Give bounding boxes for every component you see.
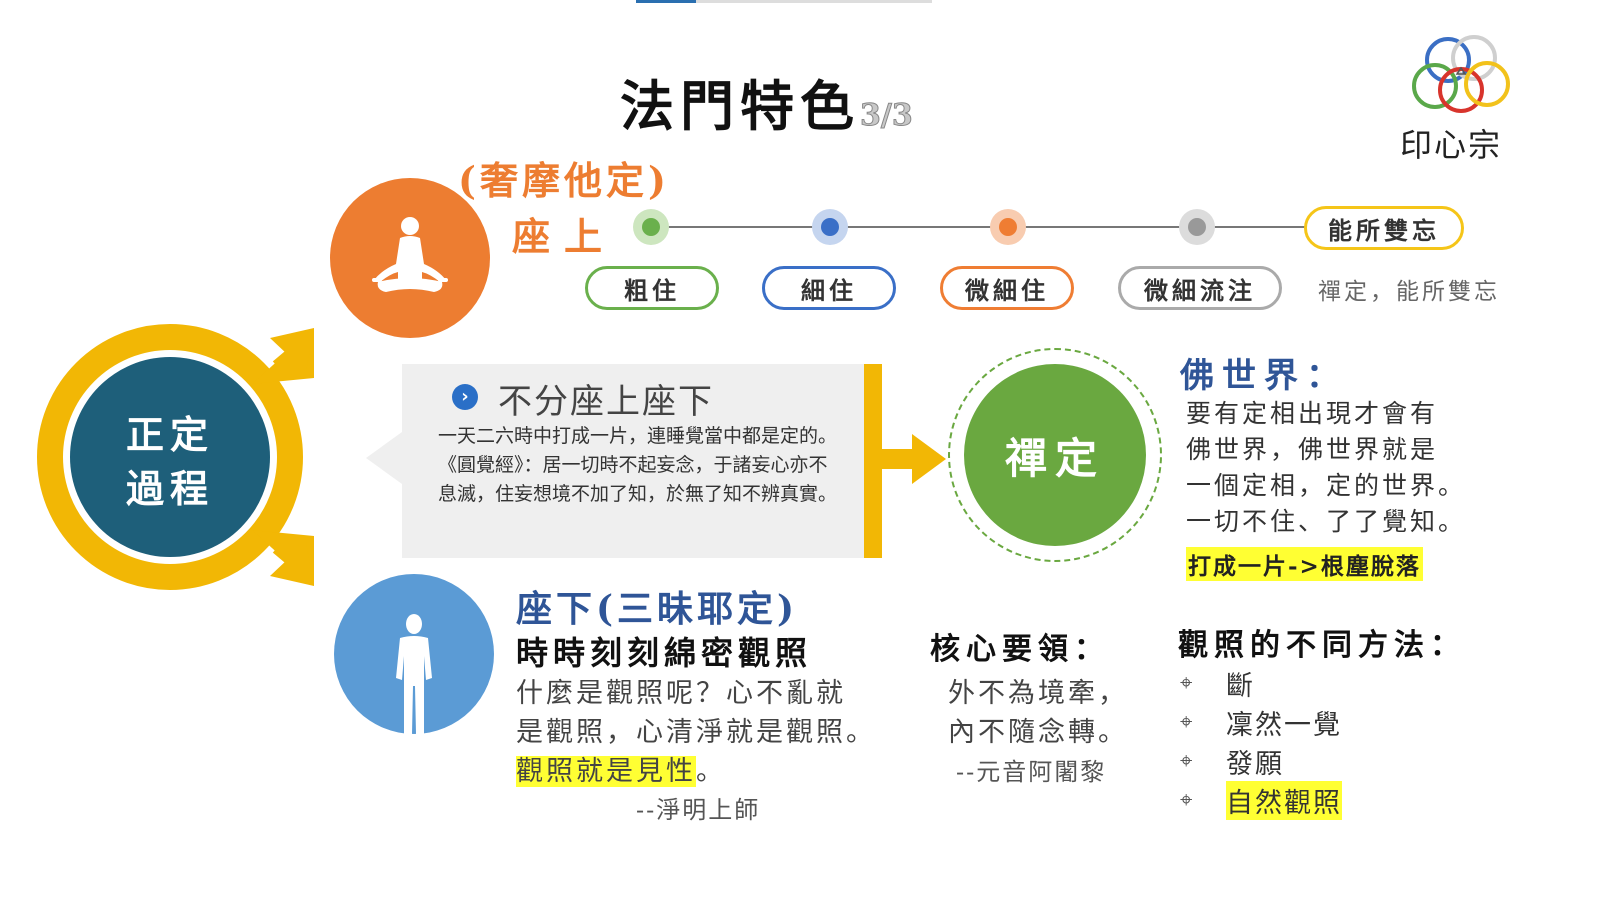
methods-heading: 觀照的不同方法： bbox=[1178, 628, 1466, 663]
methods-list: ⌖斷 ⌖凜然一覺 ⌖發願 ⌖自然觀照 bbox=[1180, 664, 1342, 820]
timeline-dot-2 bbox=[812, 209, 848, 245]
stage-pill-3: 微細住 bbox=[940, 266, 1074, 310]
buddha-world-heading: 佛世界： bbox=[1180, 356, 1348, 396]
page-title: 法門特色3/3 bbox=[620, 62, 913, 141]
meditation-circle bbox=[330, 178, 490, 338]
buddha-world-line: 要有定相出現才會有 bbox=[1186, 399, 1439, 428]
callout-pointer bbox=[366, 432, 402, 484]
callout-body: 一天二六時中打成一片，連睡覺當中都是定的。《圓覺經》：居一切時不起妄念，于諸妄心… bbox=[438, 425, 838, 505]
core-line: 內不隨念轉。 bbox=[948, 717, 1128, 748]
center-label-line2: 過程 bbox=[125, 466, 214, 511]
buddha-world-line: 一個定相，定的世界。 bbox=[1186, 471, 1467, 500]
crosshair-bullet-icon: ⌖ bbox=[1180, 788, 1195, 813]
stage-pill-1: 粗住 bbox=[585, 266, 719, 310]
zuoxia-line: 是觀照，心清淨就是觀照。 bbox=[516, 717, 876, 748]
zuoxia-line: 什麼是觀照呢？心不亂就 bbox=[516, 678, 846, 709]
methods-item: ⌖斷 bbox=[1180, 664, 1342, 703]
methods-item: ⌖ 凜然一覺 bbox=[1180, 703, 1342, 742]
chevron-right-icon: › bbox=[452, 384, 478, 410]
title-main: 法門特色 bbox=[620, 74, 860, 138]
crosshair-bullet-icon: ⌖ bbox=[1180, 710, 1195, 735]
zuoxia-highlight: 觀照就是見性 bbox=[516, 756, 696, 787]
callout-title: 不分座上座下 bbox=[498, 382, 714, 422]
bracket-bar bbox=[864, 364, 882, 558]
callout-box: › 不分座上座下 一天二六時中打成一片，連睡覺當中都是定的。《圓覺經》：居一切時… bbox=[402, 364, 864, 558]
chan-circle: 禪定 bbox=[964, 364, 1146, 546]
zuoxia-subheading: 時時刻刻綿密觀照 bbox=[516, 634, 813, 672]
methods-item-label-highlight: 自然觀照 bbox=[1226, 781, 1342, 820]
crosshair-bullet-icon: ⌖ bbox=[1180, 671, 1195, 696]
logo: 印心宗 bbox=[1400, 32, 1518, 164]
zuoxia-attribution: --淨明上師 bbox=[636, 796, 761, 824]
center-label-line1: 正定 bbox=[125, 412, 214, 457]
stage-final-note: 禪定，能所雙忘 bbox=[1318, 279, 1500, 305]
core-heading: 核心要領： bbox=[930, 632, 1110, 667]
core-text: 外不為境牽， 內不隨念轉。 bbox=[948, 674, 1128, 752]
buddha-world-text: 要有定相出現才會有 佛世界，佛世界就是 一個定相，定的世界。 一切不住、了了覺知… bbox=[1186, 396, 1466, 540]
methods-item: ⌖ 自然觀照 bbox=[1180, 781, 1342, 820]
stage-pill-4: 微細流注 bbox=[1118, 266, 1282, 310]
center-label: 正定 過程 bbox=[90, 408, 250, 516]
crosshair-bullet-icon: ⌖ bbox=[1180, 749, 1195, 774]
stage-pill-5: 能所雙忘 bbox=[1304, 206, 1464, 250]
core-line: 外不為境牽， bbox=[948, 678, 1128, 709]
methods-item: ⌖ 發願 bbox=[1180, 742, 1342, 781]
chan-dashed-ring bbox=[948, 348, 1162, 562]
top-progress-bar bbox=[636, 0, 932, 3]
buddha-world-line: 一切不住、了了覺知。 bbox=[1186, 507, 1467, 536]
logo-label: 印心宗 bbox=[1400, 126, 1503, 164]
core-attribution: --元音阿闍黎 bbox=[956, 758, 1107, 786]
standing-person-icon bbox=[396, 614, 432, 734]
zuoxia-text: 什麼是觀照呢？心不亂就 是觀照，心清淨就是觀照。 觀照就是見性。 bbox=[516, 674, 876, 791]
zuoshang-heading-samatha: (奢摩他定) bbox=[458, 158, 670, 203]
zuoxia-highlight-tail: 。 bbox=[696, 756, 726, 787]
timeline-dot-3 bbox=[990, 209, 1026, 245]
buddha-world-highlight: 打成一片->根塵脫落 bbox=[1186, 547, 1423, 581]
zuoxia-heading: 座下(三昧耶定) bbox=[516, 588, 799, 630]
stage-pill-2: 細住 bbox=[762, 266, 896, 310]
methods-item-label: 發願 bbox=[1226, 749, 1284, 780]
arrow-right-icon bbox=[880, 434, 946, 484]
timeline-dot-1 bbox=[633, 209, 669, 245]
timeline-dot-4 bbox=[1179, 209, 1215, 245]
standing-person-circle bbox=[334, 574, 494, 734]
title-page-number: 3/3 bbox=[860, 98, 914, 134]
buddha-world-line: 佛世界，佛世界就是 bbox=[1186, 435, 1439, 464]
timeline-line bbox=[650, 226, 1310, 228]
center-ring-arrows bbox=[37, 324, 314, 590]
meditation-icon bbox=[372, 217, 448, 292]
zuoshang-heading: 座上 bbox=[512, 214, 617, 259]
methods-item-label: 凜然一覺 bbox=[1226, 710, 1342, 741]
rings-logo-icon bbox=[1412, 35, 1510, 113]
methods-item-label: 斷 bbox=[1226, 671, 1255, 702]
